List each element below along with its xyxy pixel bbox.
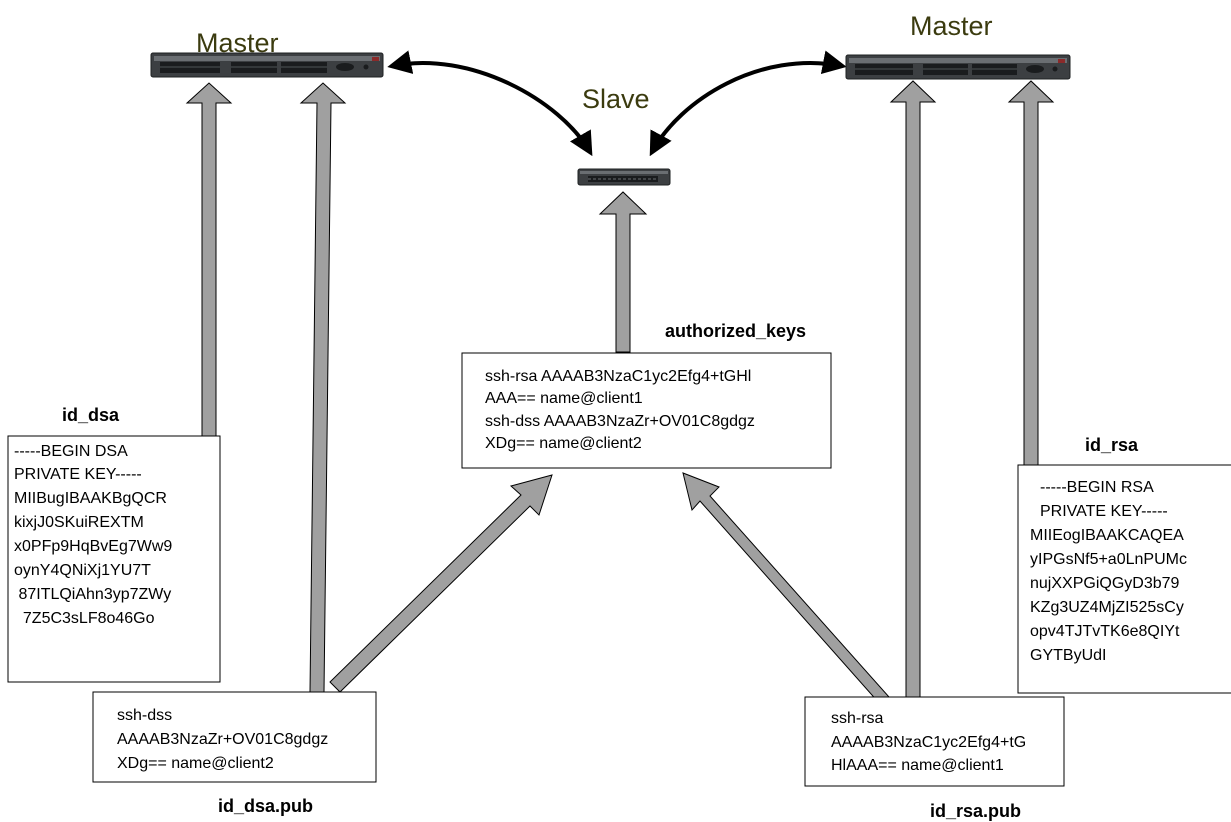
- arrow-id-rsa-pub-to-authorized-keys: [682, 472, 898, 713]
- id-rsa-pub-label: id_rsa.pub: [930, 801, 1021, 821]
- arrow-id-dsa-pub-to-authorized-keys: [329, 474, 553, 693]
- id-rsa-pub-line: HlAAA== name@client1: [831, 757, 1004, 774]
- id-rsa-label: id_rsa: [1085, 435, 1139, 455]
- id-rsa-line: MIIEogIBAAKCAQEA: [1030, 527, 1184, 544]
- master-right-title: Master: [910, 11, 993, 41]
- id-rsa-line: opv4TJTvTK6e8QIYt: [1030, 623, 1180, 640]
- id-rsa-line: -----BEGIN RSA: [1040, 479, 1154, 496]
- authorized-keys-line: XDg== name@client2: [485, 435, 642, 452]
- id-rsa-pub-box: ssh-rsa AAAAB3NzaC1yc2Efg4+tG HlAAA== na…: [804, 696, 1065, 787]
- id-rsa-line: yIPGsNf5+a0LnPUMc: [1030, 551, 1187, 568]
- arrow-authorized-keys-to-slave: [598, 191, 648, 353]
- id-dsa-pub-label: id_dsa.pub: [218, 796, 313, 816]
- arrow-id-rsa-pub-to-master: [889, 80, 937, 698]
- authorized-keys-box: ssh-rsa AAAAB3NzaC1yc2Efg4+tGHl AAA== na…: [461, 352, 832, 469]
- id-dsa-line: x0PFp9HqBvEg7Ww9: [14, 538, 172, 555]
- id-dsa-pub-line: XDg== name@client2: [117, 755, 274, 772]
- id-rsa-box: -----BEGIN RSA PRIVATE KEY----- MIIEogIB…: [1017, 464, 1231, 694]
- id-rsa-line: KZg3UZ4MjZI525sCy: [1030, 599, 1184, 616]
- id-dsa-pub-box: ssh-dss AAAAB3NzaZr+OV01C8gdgz XDg== nam…: [92, 691, 377, 783]
- arrow-id-rsa-to-master: [1007, 80, 1055, 466]
- id-dsa-line: -----BEGIN DSA: [14, 443, 128, 460]
- id-rsa-line: GYTByUdI: [1030, 647, 1106, 664]
- id-dsa-box: -----BEGIN DSA PRIVATE KEY----- MIIBugIB…: [7, 435, 221, 683]
- right-master-slave-link: [649, 50, 847, 157]
- id-dsa-line: MIIBugIBAAKBgQCR: [14, 490, 167, 507]
- block-arrows: [185, 80, 1055, 713]
- slave-switch-icon: [577, 168, 671, 186]
- id-dsa-pub-line: AAAAB3NzaZr+OV01C8gdgz: [117, 731, 328, 748]
- authorized-keys-label: authorized_keys: [665, 321, 806, 341]
- left-master-slave-link: [387, 50, 593, 157]
- arrow-id-dsa-pub-to-master: [299, 82, 347, 693]
- id-dsa-line: 7Z5C3sLF8o46Go: [14, 610, 155, 627]
- id-dsa-line: kixjJ0SKuiREXTM: [14, 514, 144, 531]
- authorized-keys-line: ssh-rsa AAAAB3NzaC1yc2Efg4+tGHl: [485, 368, 751, 385]
- master-right-switch-icon: [845, 54, 1071, 80]
- id-rsa-pub-line: AAAAB3NzaC1yc2Efg4+tG: [831, 734, 1026, 751]
- id-dsa-line: oynY4QNiXj1YU7T: [14, 562, 151, 579]
- master-left-title: Master: [196, 28, 279, 58]
- id-rsa-pub-line: ssh-rsa: [831, 710, 884, 727]
- master-left-switch-icon: [150, 52, 384, 78]
- id-dsa-line: 87ITLQiAhn3yp7ZWy: [14, 586, 171, 603]
- id-dsa-label: id_dsa: [62, 405, 120, 425]
- id-rsa-line: nujXXPGiQGyD3b79: [1030, 575, 1180, 592]
- arrow-id-dsa-to-master: [185, 82, 233, 441]
- id-dsa-line: PRIVATE KEY-----: [14, 466, 142, 483]
- authorized-keys-line: AAA== name@client1: [485, 390, 643, 407]
- authorized-keys-line: ssh-dss AAAAB3NzaZr+OV01C8gdgz: [485, 413, 755, 430]
- slave-title: Slave: [582, 84, 650, 114]
- id-rsa-line: PRIVATE KEY-----: [1040, 503, 1168, 520]
- id-dsa-pub-line: ssh-dss: [117, 707, 172, 724]
